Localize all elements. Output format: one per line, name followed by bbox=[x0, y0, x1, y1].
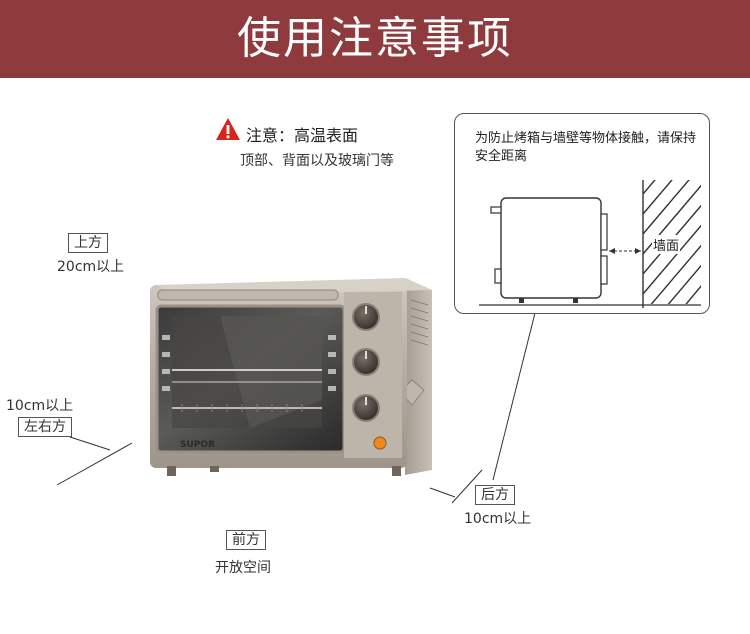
wall-label: 墙面 bbox=[652, 235, 681, 254]
warning-triangle-icon bbox=[216, 118, 240, 140]
clearance-top-label: 上方 bbox=[68, 233, 108, 253]
wall-diagram bbox=[479, 180, 701, 308]
header-banner bbox=[0, 0, 750, 78]
clearance-back-label: 后方 bbox=[475, 485, 515, 505]
clearance-front-label: 前方 bbox=[226, 530, 266, 550]
page-title: 使用注意事项 bbox=[237, 13, 513, 64]
warning-heading: 注意：高温表面 bbox=[246, 126, 359, 145]
side-leader-line bbox=[56, 442, 133, 486]
side-label-line bbox=[69, 436, 111, 451]
oven-brand-logo: SUPOR bbox=[180, 440, 215, 450]
callout-pointer-line bbox=[492, 312, 536, 481]
clearance-callout-box: 为防止烤箱与墙壁等物体接触，请保持安全距离 bbox=[454, 113, 710, 314]
warning-subtext: 顶部、背面以及玻璃门等 bbox=[240, 153, 394, 169]
oven-body bbox=[150, 278, 432, 476]
back-leader-line bbox=[429, 487, 456, 498]
clearance-side-distance: 10cm以上 bbox=[6, 398, 74, 414]
clearance-side-label: 左右方 bbox=[18, 417, 72, 437]
back-label-line bbox=[451, 469, 483, 504]
callout-text: 为防止烤箱与墙壁等物体接触，请保持安全距离 bbox=[475, 131, 697, 164]
clearance-top-distance: 20cm以上 bbox=[57, 259, 125, 275]
clearance-back-distance: 10cm以上 bbox=[464, 511, 532, 527]
clearance-front-note: 开放空间 bbox=[215, 560, 271, 576]
